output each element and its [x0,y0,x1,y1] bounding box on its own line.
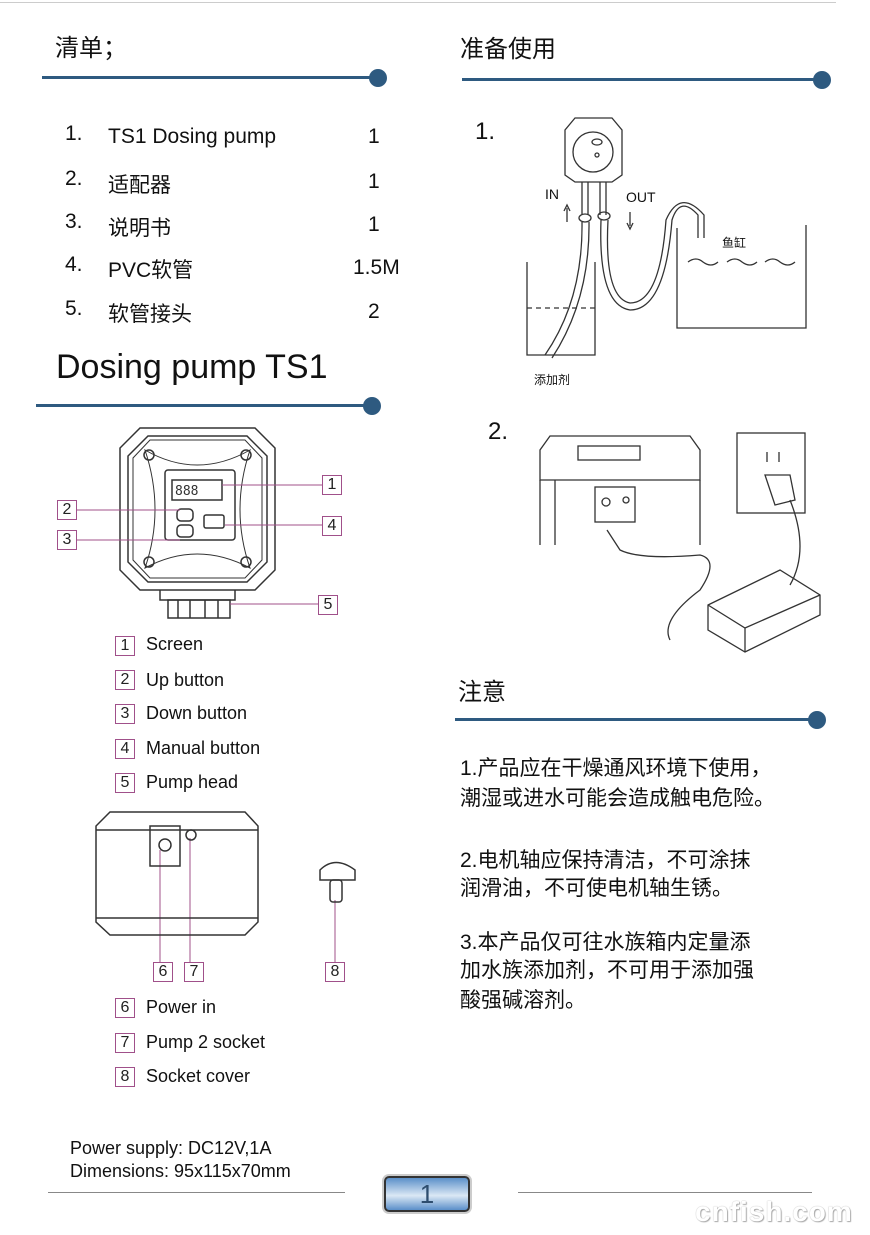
divider-dot [363,397,381,415]
legend-label: Down button [146,703,248,723]
step-1-number: 1. [475,118,496,145]
item-name: TS1 Dosing pump [108,125,277,148]
legend-label: Pump head [146,772,239,792]
item-name: PVC软管 [108,259,194,282]
step-2-number: 2. [488,418,509,445]
legend-number: 4 [115,739,135,759]
legend-number: 7 [115,1033,135,1053]
callout-3: 3 [57,530,77,550]
watermark: cnfish.com [695,1196,853,1227]
legend-label: Pump 2 socket [146,1032,266,1052]
dimensions-spec: Dimensions: 95x115x70mm [70,1161,291,1181]
item-qty: 1 [368,213,380,236]
legend-number: 5 [115,773,135,793]
section-divider [36,404,372,407]
notice-title: 注意 [458,678,506,706]
legend-number: 8 [115,1067,135,1087]
callout-2: 2 [57,500,77,520]
notice-line: 2.电机轴应保持清洁，不可涂抹 [460,849,751,872]
footer-line-left [48,1192,345,1193]
divider-dot [813,71,831,89]
legend-number: 6 [115,998,135,1018]
footer-line-right [518,1192,812,1193]
preparation-title: 准备使用 [460,35,556,63]
power-supply-spec: Power supply: DC12V,1A [70,1138,272,1158]
notice-line: 1.产品应在干燥通风环境下使用， [460,757,772,780]
tank-label: 鱼缸 [722,236,747,250]
legend-label: Manual button [146,738,261,758]
callout-1: 1 [322,475,342,495]
callout-8: 8 [325,962,345,982]
item-qty: 1 [368,125,380,148]
item-number: 5. [65,297,83,320]
legend-label: Socket cover [146,1066,251,1086]
item-name: 适配器 [108,173,171,197]
item-name: 说明书 [108,216,171,240]
legend-label: Screen [146,634,204,654]
svg-text:888: 888 [175,484,198,499]
notice-line: 润滑油，不可使电机轴生锈。 [460,877,733,900]
product-title: Dosing pump TS1 [56,348,328,386]
section-divider [462,78,822,81]
item-number: 1. [65,122,83,145]
item-qty: 2 [368,300,380,323]
legend-number: 1 [115,636,135,656]
notice-line: 潮湿或进水可能会造成触电危险。 [460,787,775,810]
notice-line: 加水族添加剂，不可用于添加强 [460,959,754,982]
callout-7: 7 [184,962,204,982]
callout-6: 6 [153,962,173,982]
divider-dot [808,711,826,729]
notice-line: 3.本产品仅可往水族箱内定量添 [460,931,751,954]
divider-dot [369,69,387,87]
legend-label: Up button [146,670,225,690]
in-label: IN [545,186,559,202]
section-divider [42,76,378,79]
item-qty: 1 [368,170,380,193]
callout-5: 5 [318,595,338,615]
callout-4: 4 [322,516,342,536]
legend-number: 3 [115,704,135,724]
item-number: 4. [65,253,83,276]
additive-label: 添加剂 [534,373,571,387]
item-qty: 1.5M [353,256,400,279]
item-number: 2. [65,167,83,190]
section-divider [455,718,817,721]
packing-list-title: 清单； [55,34,127,62]
page-number: 1 [384,1176,470,1212]
legend-number: 2 [115,670,135,690]
notice-line: 酸强碱溶剂。 [460,989,586,1012]
top-border [0,2,836,3]
item-number: 3. [65,210,83,233]
item-name: 软管接头 [108,302,192,326]
out-label: OUT [626,189,656,205]
legend-label: Power in [146,997,217,1017]
